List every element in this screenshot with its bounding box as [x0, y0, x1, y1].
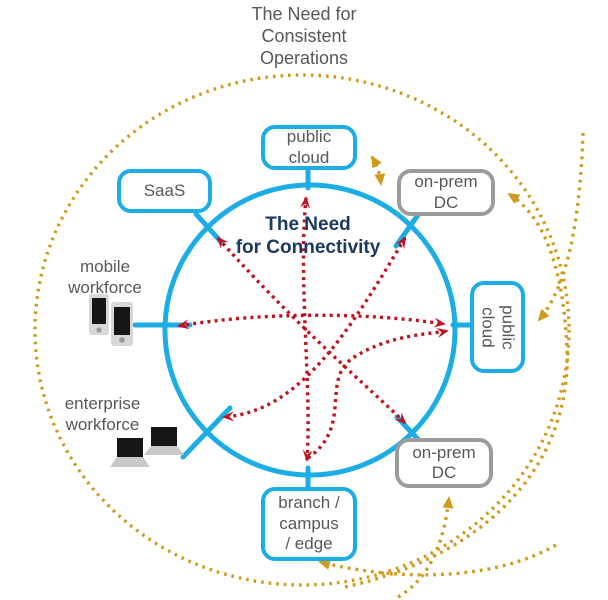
mobile-workforce-label: mobile workforce — [68, 257, 142, 297]
gold-arrows — [318, 132, 585, 599]
smartphone-icon — [89, 294, 133, 346]
node-branch-campus-edge: branch / campus / edge — [261, 487, 357, 561]
arrow-to-onprem-dc-top — [344, 192, 569, 589]
arrow-to-onprem-dc-bottom — [397, 496, 454, 599]
laptop-icon — [110, 427, 184, 467]
enterprise-workforce-label: enterprise workforce — [64, 394, 141, 434]
node-public-cloud-right-label: public cloud — [478, 304, 518, 350]
arrow-bottom-right — [307, 328, 449, 460]
arrow-saas-bottomright — [216, 236, 407, 425]
arrow-topright-bottomleft — [222, 236, 407, 422]
node-saas: SaaS — [117, 169, 212, 213]
node-public-cloud-top: public cloud — [261, 125, 357, 170]
arrow-to-public-cloud-right — [537, 132, 585, 322]
arrow-to-branch — [318, 543, 557, 577]
outer-operations-ring — [33, 73, 571, 587]
red-arrows — [177, 196, 449, 462]
node-public-cloud-right: public cloud — [470, 281, 525, 373]
page-title: The Need for Consistent Operations — [251, 4, 357, 68]
node-onprem-dc-top: on-prem DC — [397, 169, 495, 216]
arrow-left-right — [177, 313, 446, 330]
node-onprem-dc-bottom: on-prem DC — [395, 438, 493, 488]
connectivity-label: The Need for Connectivity — [235, 214, 381, 259]
arrow-publiccloud-onpremdc — [370, 155, 386, 186]
